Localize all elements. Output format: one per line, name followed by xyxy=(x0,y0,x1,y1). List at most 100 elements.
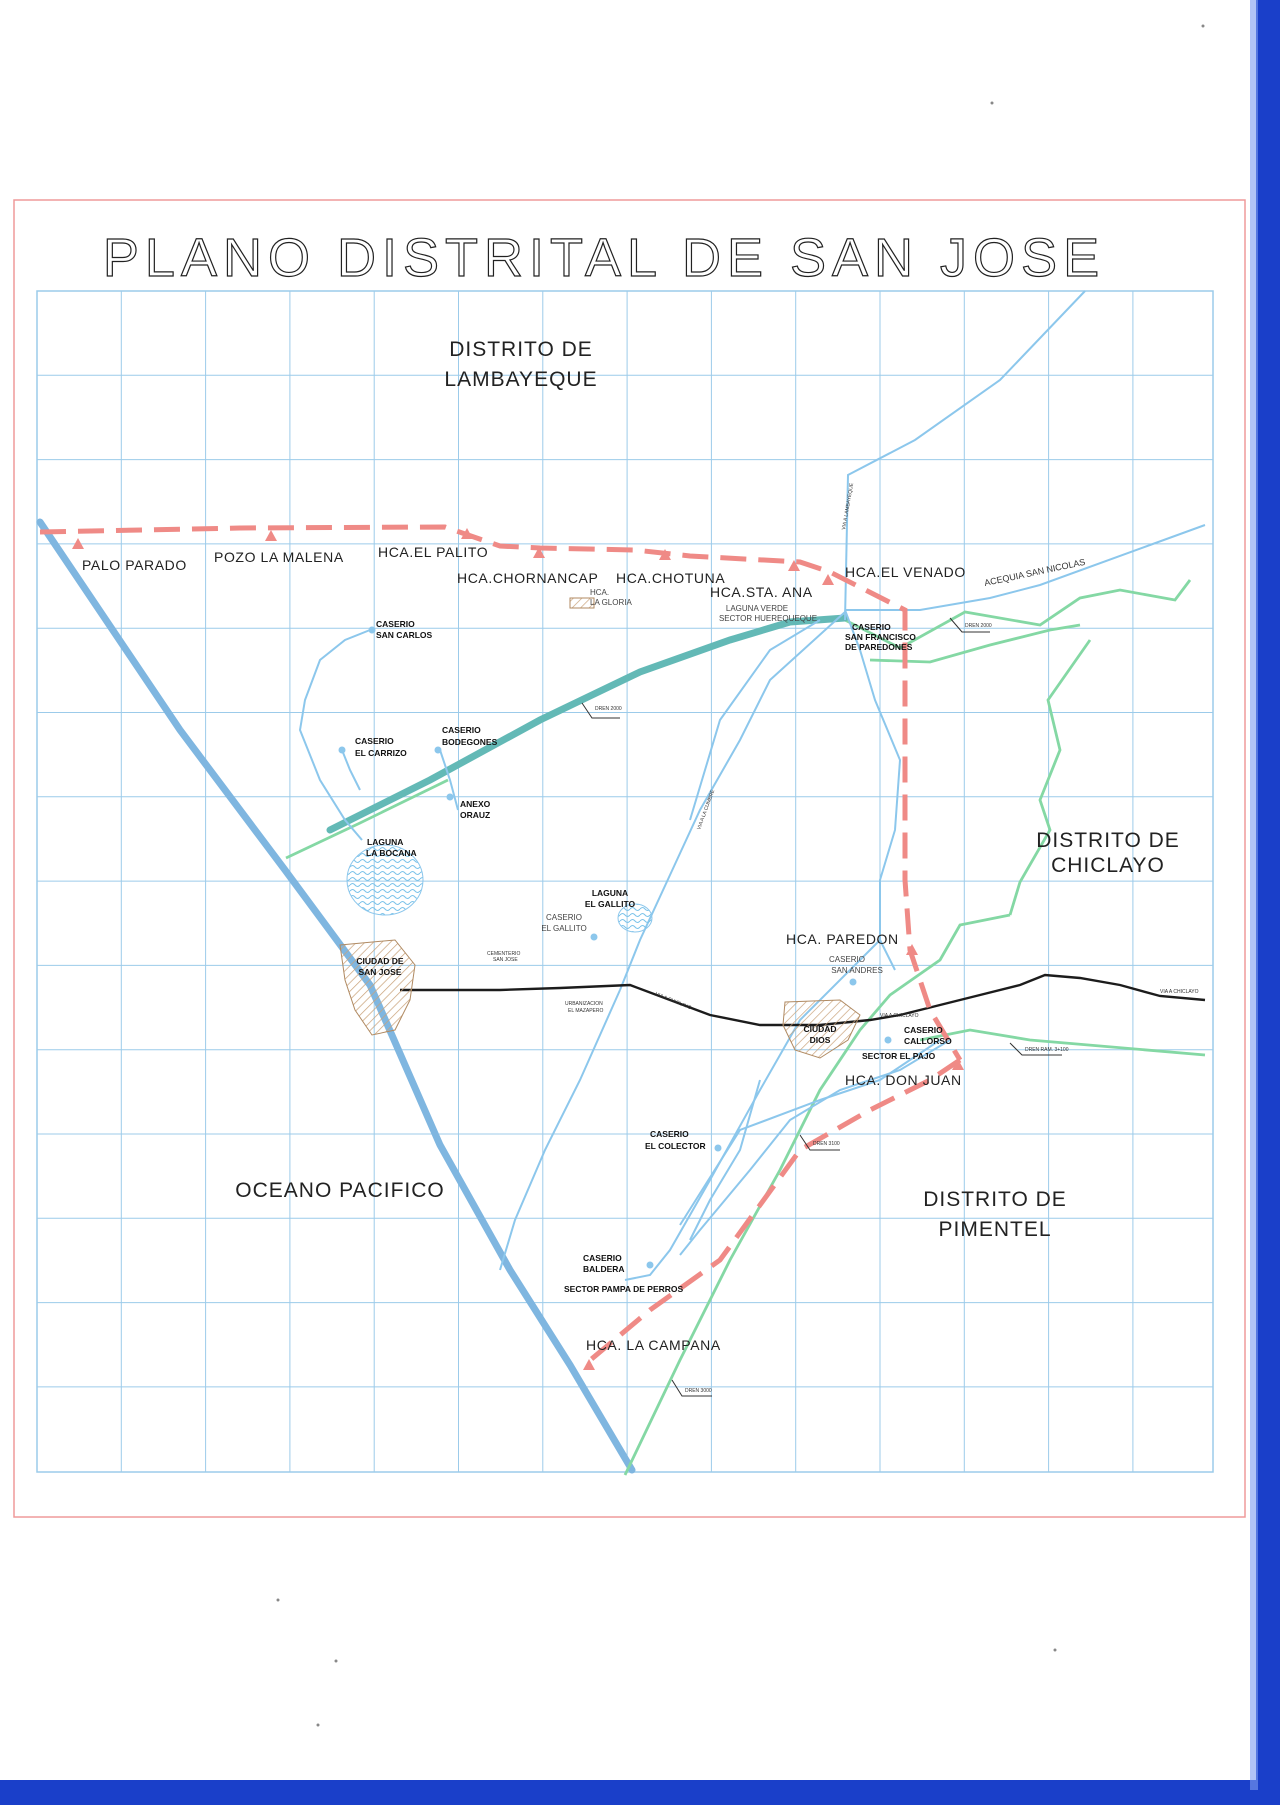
label-cementerio-1: CEMENTERIO xyxy=(487,951,520,957)
label-ciudad-san-jose-2: SAN JOSE xyxy=(359,967,402,977)
label-el-carrizo-2: EL CARRIZO xyxy=(355,748,407,758)
via-chiclayo-west: VIA A CHICLAYO xyxy=(654,991,692,1011)
label-pozo-la-malena: POZO LA MALENA xyxy=(214,549,344,565)
label-hca-la-campana: HCA. LA CAMPANA xyxy=(586,1337,721,1353)
label-caserio-gallito-1: CASERIO xyxy=(546,913,582,922)
speck-2 xyxy=(1201,24,1205,28)
label-bodegones-2: BODEGONES xyxy=(442,737,498,747)
label-orauz-2: ORAUZ xyxy=(460,810,490,820)
place-labels-light: HCA. LA GLORIA LAGUNA VERDE SECTOR HUERE… xyxy=(541,588,882,975)
scan-specks xyxy=(276,24,1205,1727)
marker-chotuna xyxy=(659,549,671,560)
via-lambayeque-label: VIA A LAMBAYEQUE xyxy=(841,482,855,530)
marker-sta-ana xyxy=(788,560,800,571)
speck-6 xyxy=(316,1723,320,1727)
label-laguna-verde-1: LAGUNA VERDE xyxy=(726,604,788,613)
district-boundary xyxy=(39,524,963,1364)
label-san-andres-2: SAN ANDRES xyxy=(831,966,883,975)
right-scan-shadow xyxy=(1250,0,1258,1790)
marker-chornancap xyxy=(533,547,545,558)
via-chiclayo-mid: VIA A CHICLAYO xyxy=(880,1013,919,1019)
label-hca-el-venado: HCA.EL VENADO xyxy=(845,564,966,580)
ciudad-san-jose-area xyxy=(339,939,416,1036)
marker-el-venado xyxy=(822,574,834,585)
label-callorso-2: CALLORSO xyxy=(904,1036,952,1046)
canal-carrizo xyxy=(341,749,361,791)
canal-san-carlos xyxy=(298,629,371,841)
speck-4 xyxy=(334,1659,338,1663)
dot-orauz xyxy=(446,793,454,801)
label-san-carlos-1: CASERIO xyxy=(376,619,415,629)
label-colector-1: CASERIO xyxy=(650,1129,689,1139)
district-labels: DISTRITO DE LAMBAYEQUE DISTRITO DE CHICL… xyxy=(235,338,1180,1241)
label-hca-el-palito: HCA.EL PALITO xyxy=(378,544,488,560)
coastline xyxy=(36,518,636,1474)
label-baldera-1: CASERIO xyxy=(583,1253,622,1263)
dot-san-carlos xyxy=(368,626,376,634)
label-palo-parado: PALO PARADO xyxy=(82,557,187,573)
dot-el-colector xyxy=(714,1144,722,1152)
label-san-andres-1: CASERIO xyxy=(829,955,865,964)
dren-2000-b: DREN 2000 xyxy=(965,623,992,629)
label-cementerio-2: SAN JOSE xyxy=(493,957,518,963)
right-scan-edge xyxy=(1256,0,1280,1805)
label-laguna-gallito-2: EL GALLITO xyxy=(585,899,636,909)
label-bocana-2: LA BOCANA xyxy=(366,848,417,858)
dren-3000: DREN 3000 xyxy=(685,1388,712,1394)
canal-east-branch xyxy=(869,623,1081,664)
label-caserio-gallito-2: EL GALLITO xyxy=(541,924,586,933)
marker-la-campana xyxy=(583,1359,595,1370)
dren-3100: DREN 3100 xyxy=(813,1141,840,1147)
canal-colector-2 xyxy=(689,1079,761,1241)
district-lambayeque-line2: LAMBAYEQUE xyxy=(444,368,597,391)
label-la-gloria-1: HCA. xyxy=(590,588,609,597)
district-lambayeque-line1: DISTRITO DE xyxy=(449,338,593,361)
bottom-scan-edge xyxy=(0,1780,1280,1805)
pointer-dren-3000 xyxy=(671,1379,712,1397)
boundary-north-east xyxy=(39,524,963,1062)
label-san-francisco-3: DE PAREDONES xyxy=(845,642,913,652)
map-title: PLANO DISTRITAL DE SAN JOSE xyxy=(103,228,1105,288)
label-san-francisco-2: SAN FRANCISCO xyxy=(845,632,916,642)
speck-1 xyxy=(990,101,994,105)
ocean-label: OCEANO PACIFICO xyxy=(235,1179,444,1202)
district-pimentel-line2: PIMENTEL xyxy=(938,1218,1051,1241)
marker-palo-parado xyxy=(72,538,84,549)
label-baldera-2: BALDERA xyxy=(583,1264,625,1274)
dot-san-andres xyxy=(849,978,857,986)
dot-bodegones xyxy=(434,746,442,754)
label-pampa-de-perros: SECTOR PAMPA DE PERROS xyxy=(564,1284,684,1294)
speck-3 xyxy=(276,1598,280,1602)
label-san-carlos-2: SAN CARLOS xyxy=(376,630,433,640)
label-acequia-san-nicolas: ACEQUIA SAN NICOLAS xyxy=(983,557,1086,588)
canal-west xyxy=(285,778,449,860)
label-urbanizacion-1: URBANIZACION xyxy=(565,1001,603,1007)
district-chiclayo-line1: DISTRITO DE xyxy=(1036,829,1180,852)
green-canals xyxy=(285,579,1206,1476)
label-ciudad-dios-2: DIOS xyxy=(810,1035,831,1045)
pointer-dren-3100 xyxy=(799,1134,840,1151)
dren-ramal: DREN RAM. 3+100 xyxy=(1025,1047,1069,1053)
laguna-el-gallito-shape xyxy=(617,903,653,933)
label-ciudad-dios-1: CIUDAD xyxy=(803,1024,836,1034)
dren-2000-a: DREN 2000 xyxy=(595,706,622,712)
label-bocana-1: LAGUNA xyxy=(367,837,403,847)
label-el-carrizo-1: CASERIO xyxy=(355,736,394,746)
marker-paredon xyxy=(906,944,918,955)
canal-south xyxy=(623,913,1011,1476)
canal-don-juan xyxy=(679,1039,951,1256)
marker-don-juan xyxy=(952,1059,964,1070)
label-hca-chotuna: HCA.CHOTUNA xyxy=(616,570,725,586)
dot-caserio-el-gallito xyxy=(590,933,598,941)
canal-don-juan-2 xyxy=(679,1039,941,1226)
label-laguna-verde-2: SECTOR HUEREQUEQUE xyxy=(719,614,817,623)
via-chiclayo-east: VIA A CHICLAYO xyxy=(1160,989,1199,995)
canal-bodegones xyxy=(439,749,459,811)
district-pimentel-line1: DISTRITO DE xyxy=(923,1188,1067,1211)
main-highway xyxy=(326,614,849,834)
outer-frame xyxy=(13,199,1246,1518)
canal-inner xyxy=(689,619,821,821)
la-gloria-area xyxy=(569,597,595,609)
marker-pozo-la-malena xyxy=(265,530,277,541)
dren-pointers xyxy=(581,617,1062,1397)
